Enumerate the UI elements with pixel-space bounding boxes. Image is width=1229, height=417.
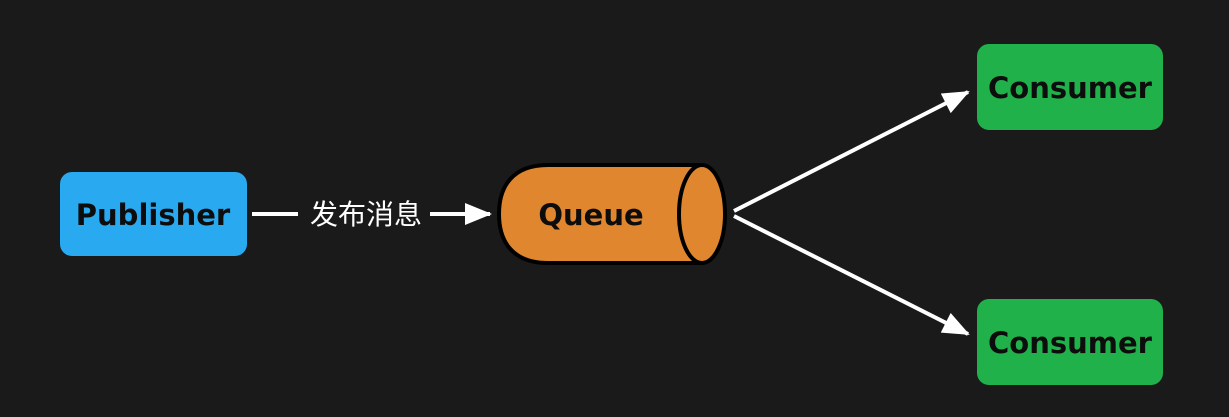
queue-cylinder-body bbox=[497, 163, 702, 265]
consumer-bottom-node: Consumer bbox=[977, 299, 1163, 385]
consumer-bottom-box bbox=[977, 299, 1163, 385]
publisher-box bbox=[60, 172, 247, 256]
publish-edge-label: 发布消息 bbox=[310, 198, 422, 231]
fanout-edges bbox=[733, 90, 970, 336]
publisher-node: Publisher bbox=[60, 172, 247, 256]
publish-edge: 发布消息 bbox=[252, 198, 492, 231]
fanout-top-arrow bbox=[733, 90, 970, 213]
consumer-top-node: Consumer bbox=[977, 44, 1163, 130]
queue-cylinder-cap bbox=[677, 163, 727, 265]
fanout-bottom-arrow bbox=[733, 214, 970, 336]
queue-label: Queue bbox=[538, 198, 643, 232]
consumer-top-label: Consumer bbox=[988, 71, 1153, 105]
publisher-label: Publisher bbox=[76, 198, 231, 232]
queue-node: Queue bbox=[497, 163, 727, 265]
consumer-bottom-label: Consumer bbox=[988, 326, 1153, 360]
consumer-top-box bbox=[977, 44, 1163, 130]
